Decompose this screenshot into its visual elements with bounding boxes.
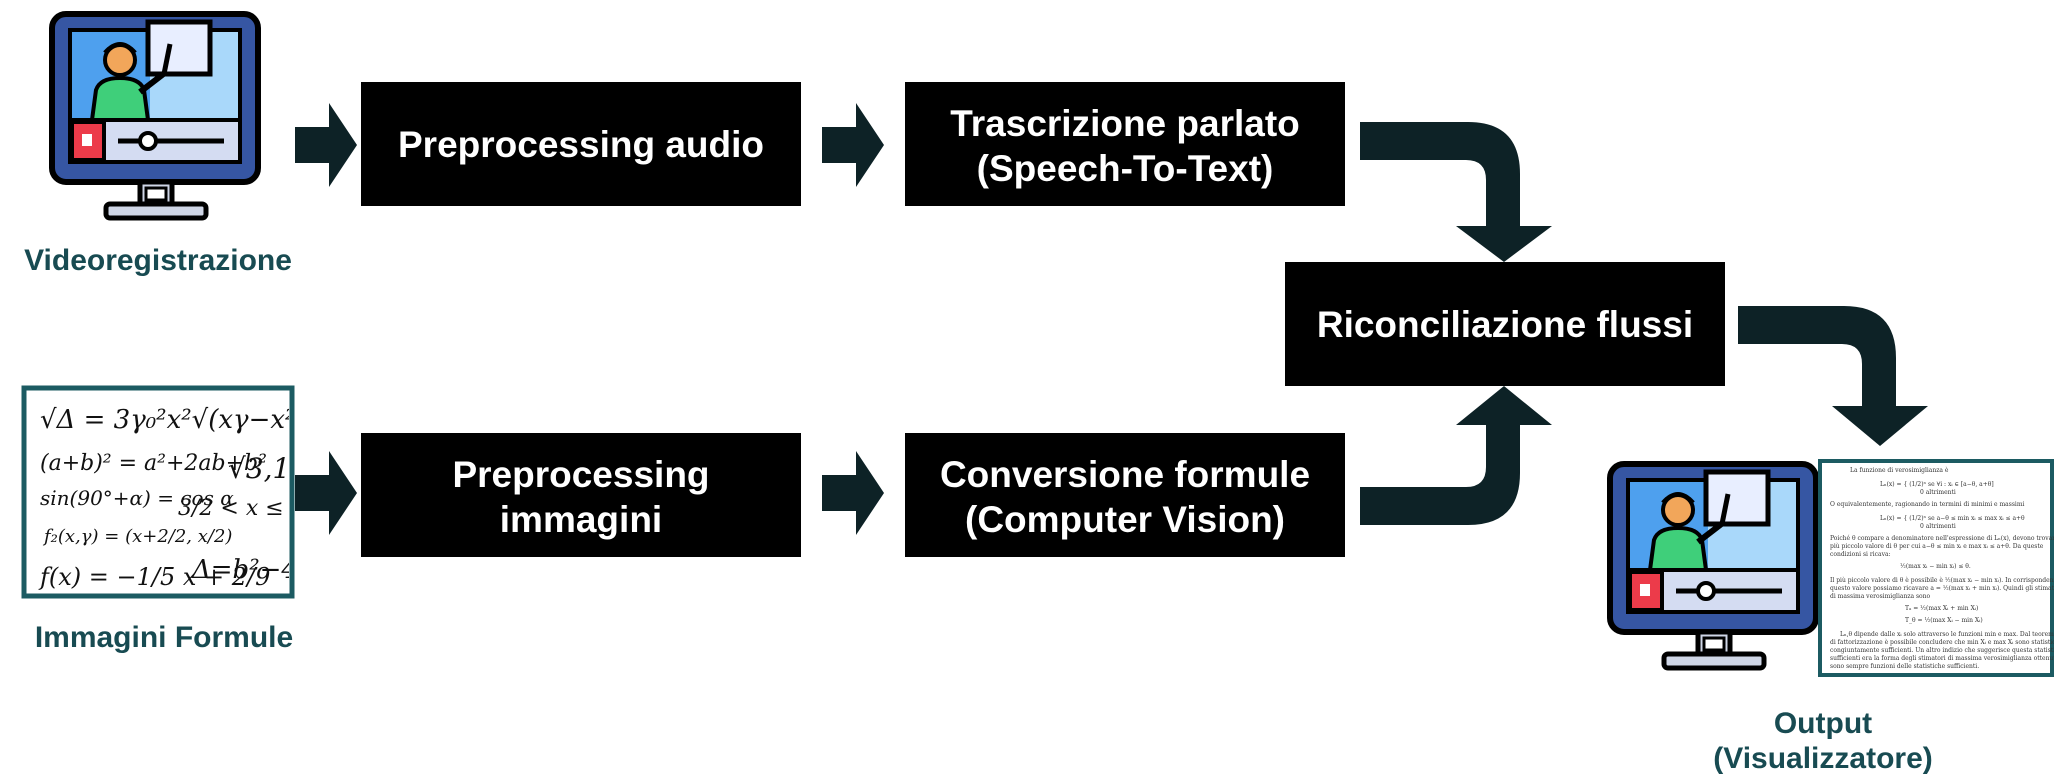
svg-text:O equivalentemente, ragionando: O equivalentemente, ragionando in termin… <box>1830 501 2025 508</box>
audio-preprocessing-box: Preprocessing audio <box>361 82 801 206</box>
svg-text:0 altrimenti: 0 altrimenti <box>1920 523 1956 530</box>
svg-text:congiuntamente sufficienti. Un: congiuntamente sufficienti. Un altro ind… <box>1830 647 2054 654</box>
images-input-label: Immagini Formule <box>35 621 293 654</box>
svg-text:La funzione di verosimiglianza: La funzione di verosimiglianza è <box>1850 467 1949 474</box>
image-preprocessing-box: Preprocessing immagini <box>361 433 801 557</box>
stream-reconciliation-label: Riconciliazione flussi <box>1317 304 1693 345</box>
svg-text:Il più piccolo valore di θ è p: Il più piccolo valore di θ è possibile è… <box>1830 577 2054 584</box>
svg-text:Tₐ = ½(max Xᵢ + min Xᵢ): Tₐ = ½(max Xᵢ + min Xᵢ) <box>1905 605 1978 612</box>
svg-text:sin(90°+α) = cos α: sin(90°+α) = cos α <box>40 486 234 510</box>
svg-text:condizioni si ricava:: condizioni si ricava: <box>1830 551 1891 558</box>
arrow-merge-to-output-icon <box>1738 306 1928 446</box>
formula-images-picture: √Δ = 3γ₀²x²√(xγ−x²)³−γ(x²−γ² (a+b)² = a²… <box>21 385 436 599</box>
svg-text:Poiché θ compare a denominator: Poiché θ compare a denominatore nell'esp… <box>1830 535 2054 542</box>
speech-to-text-label-line2: (Speech-To-Text) <box>977 148 1274 189</box>
svg-text:f(x) = −1/5 x + 2/9: f(x) = −1/5 x + 2/9 <box>38 563 270 591</box>
svg-text:T_θ = ½(max Xᵢ − min Xᵢ): T_θ = ½(max Xᵢ − min Xᵢ) <box>1905 617 1983 624</box>
arrow-audio-to-stt-icon <box>822 103 884 187</box>
video-input-label: Videoregistrazione <box>24 244 292 277</box>
image-preprocessing-label-line2: immagini <box>500 499 662 540</box>
output-document-icon: La funzione di verosimiglianza è Lₙ(x) =… <box>1818 459 2054 677</box>
svg-text:½(max xᵢ − min xᵢ) ≤ θ.: ½(max xᵢ − min xᵢ) ≤ θ. <box>1900 563 1971 570</box>
svg-text:questo valore possiamo ricavar: questo valore possiamo ricavare a = ½(ma… <box>1830 585 2054 592</box>
output-label-line1: Output <box>1774 707 1872 740</box>
output-label-line2: (Visualizzatore) <box>1713 742 1933 775</box>
svg-text:di massima verosimiglianza son: di massima verosimiglianza sono <box>1830 593 1931 600</box>
svg-text:0 altrimenti: 0 altrimenti <box>1920 489 1956 496</box>
arrow-video-to-audio-icon <box>295 103 357 187</box>
svg-text:Δ=b²−4ac: Δ=b²−4ac <box>191 555 328 585</box>
arrow-stt-to-merge-icon <box>1360 122 1552 262</box>
svg-text:di fattorizzazione è possibile: di fattorizzazione è possibile concluder… <box>1830 639 2054 646</box>
svg-text:(a+b)² = a²+2ab+b²: (a+b)² = a²+2ab+b² <box>40 451 267 476</box>
svg-text:più piccolo valore di θ per cu: più piccolo valore di θ per cui a−θ ≤ mi… <box>1830 543 2044 550</box>
svg-text:√3,14: √3,14 <box>228 452 308 485</box>
svg-text:sufficienti era la forma degli: sufficienti era la forma degli stimatori… <box>1830 655 2054 662</box>
svg-text:3/2 < x ≤ 2: 3/2 < x ≤ 2 <box>178 496 305 521</box>
speech-to-text-label-line1: Trascrizione parlato <box>950 103 1300 144</box>
arrow-cv-to-merge-icon <box>1360 386 1552 525</box>
video-recording-icon <box>52 14 258 218</box>
speech-to-text-box: Trascrizione parlato (Speech-To-Text) <box>905 82 1345 206</box>
output-monitor-icon <box>1610 464 1816 668</box>
svg-text:Lₙ,θ dipende dalle xᵢ solo att: Lₙ,θ dipende dalle xᵢ solo attraverso le… <box>1840 631 2054 638</box>
stream-reconciliation-box: Riconciliazione flussi <box>1285 262 1725 386</box>
computer-vision-box: Conversione formule (Computer Vision) <box>905 433 1345 557</box>
computer-vision-label-line2: (Computer Vision) <box>965 499 1285 540</box>
svg-text:Lₙ(x) = { (1/2)ⁿ se ∀i : xᵢ: Lₙ(x) = { (1/2)ⁿ se ∀i : xᵢ ∈ [a−θ, a+θ] <box>1880 481 1994 488</box>
image-preprocessing-label-line1: Preprocessing <box>452 454 709 495</box>
audio-preprocessing-label: Preprocessing audio <box>398 124 764 165</box>
svg-text:sono sempre funzioni delle sta: sono sempre funzioni delle statistiche s… <box>1830 663 1979 670</box>
svg-text:Lₙ(x) = { (1/2)ⁿ se a−θ ≤ mi: Lₙ(x) = { (1/2)ⁿ se a−θ ≤ min xᵢ ≤ max x… <box>1880 515 2025 522</box>
computer-vision-label-line1: Conversione formule <box>940 454 1310 495</box>
arrow-images-to-preprocessing-icon <box>295 451 357 535</box>
svg-text:f₂(x,γ) = (x+2/2, x/2): f₂(x,γ) = (x+2/2, x/2) <box>42 526 232 547</box>
arrow-preprocessing-to-cv-icon <box>822 451 884 535</box>
svg-text:√Δ = 3γ₀²x²√(xγ−x²)³−γ(x²−γ²: √Δ = 3γ₀²x²√(xγ−x²)³−γ(x²−γ² <box>40 405 436 435</box>
